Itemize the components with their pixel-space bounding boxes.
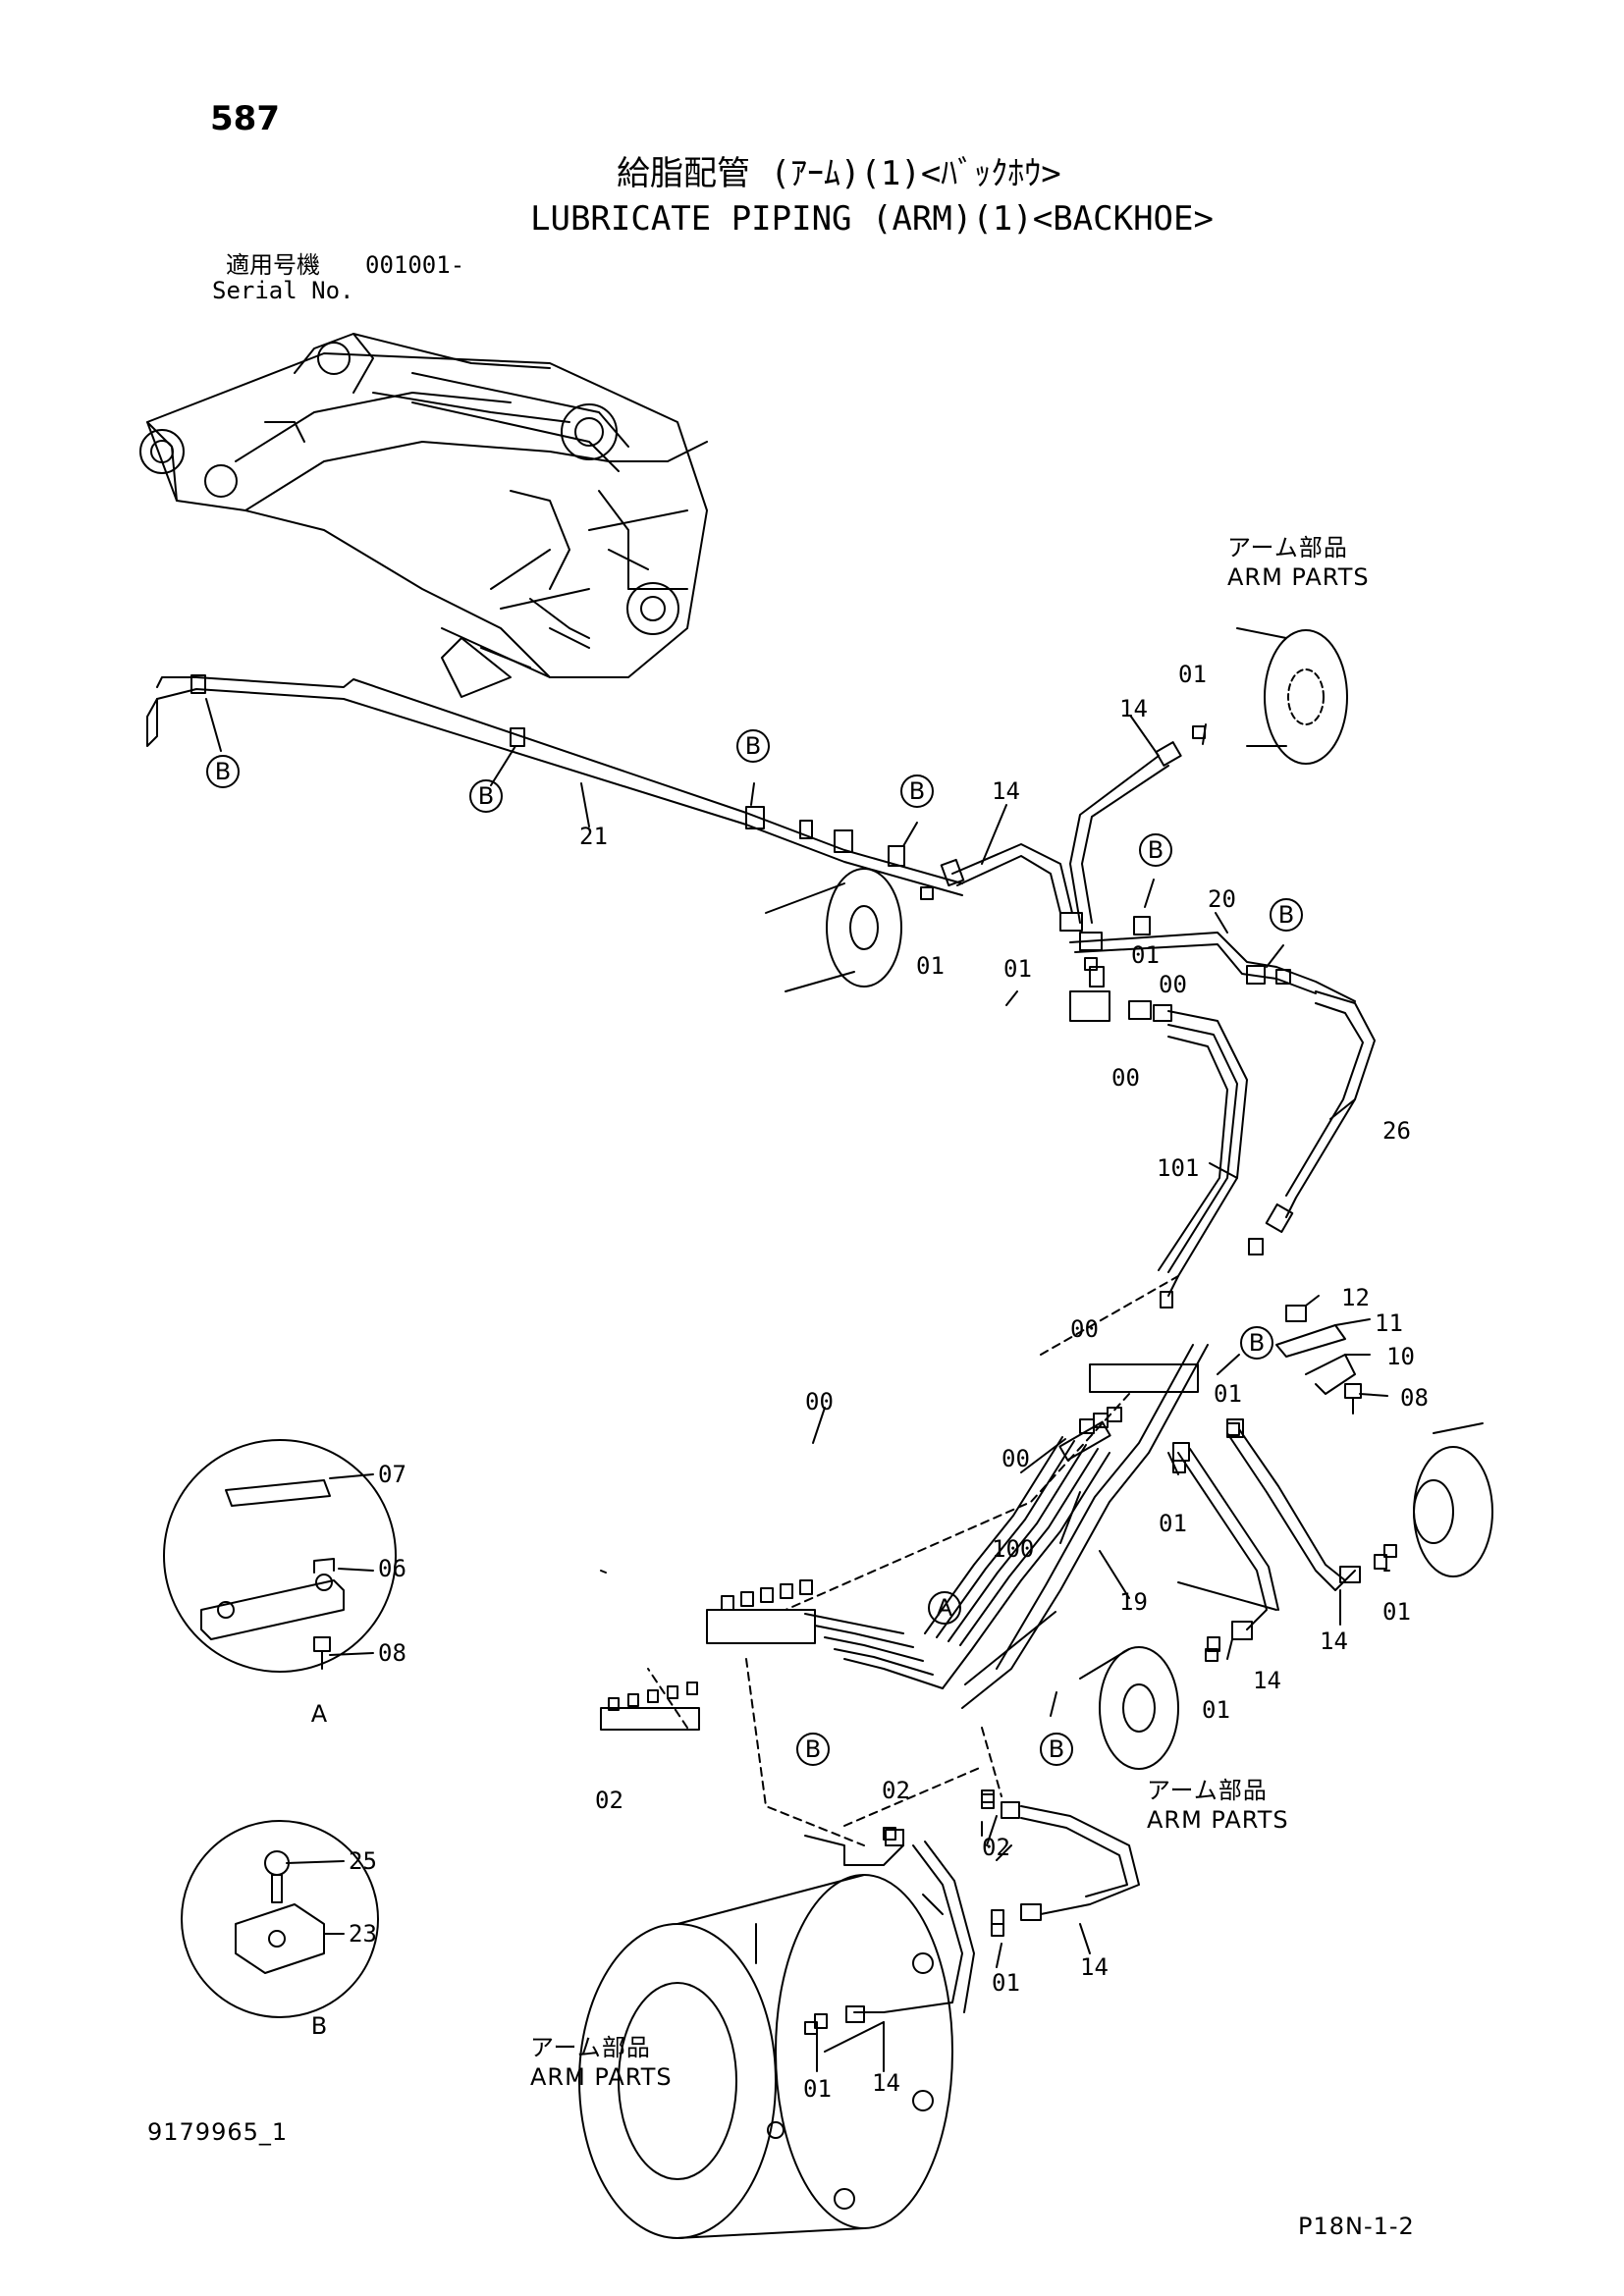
page-code: P18N-1-2 [1298,2213,1415,2240]
bubble-b: B [805,1735,821,1763]
callout-08: 08 [1400,1384,1429,1412]
pipe-21 [146,674,963,896]
serial-label-japanese: 適用号機 [226,251,320,279]
bubble-b: B [745,732,761,760]
title-english: LUBRICATE PIPING (ARM)(1)<BACKHOE> [530,199,1214,239]
callout-02: 02 [595,1787,623,1814]
pipe-19-100 [804,1344,1209,1709]
callout-01: 01 [916,952,945,980]
distribution-block-lower [600,1363,1199,1731]
callout-01: 01 [1003,955,1032,983]
bubble-b: B [1249,1329,1265,1357]
callout-12: 12 [1341,1284,1370,1311]
callout-02: 02 [982,1834,1010,1861]
callout-01: 01 [1202,1696,1230,1724]
callout-14: 14 [1253,1667,1281,1694]
callout-26: 26 [1382,1117,1411,1145]
callout-01: 01 [1382,1598,1411,1626]
drawing-number: 9179965_1 [147,2118,289,2146]
distribution-block-upper [1069,966,1172,1022]
arm-parts-label-en: ARM PARTS [530,2063,673,2091]
pipe-20-26 [1069,916,1376,1255]
callout-01: 01 [1159,1510,1187,1537]
pipe-14-upper [940,725,1206,951]
bubble-b: B [478,782,494,810]
arm-parts-label-en: ARM PARTS [1227,563,1370,591]
callout-01: 01 [803,2075,832,2103]
bracket-parts-12-11-10-08 [1275,1305,1362,1415]
cylinder-lower-right [1413,1422,1493,1577]
detail-a-part-07: 07 [378,1461,406,1488]
bubble-b: B [1049,1735,1064,1763]
arm-parts-label-en: ARM PARTS [1147,1806,1289,1834]
callout-100: 100 [992,1535,1034,1563]
detail-a-part-06: 06 [378,1555,406,1582]
arm-structure-drawing [139,333,708,698]
callout-21: 21 [579,823,608,850]
bubble-b: B [1148,836,1164,864]
bubble-b: B [909,777,925,805]
callout-19: 19 [1119,1588,1148,1616]
callout-00: 00 [1001,1445,1030,1472]
bubble-b: B [1278,901,1294,929]
bucket-boss-flange [578,1835,953,2239]
callout-20: 20 [1208,885,1236,913]
callout-14: 14 [1080,1953,1109,1981]
callout-01: 01 [1131,941,1160,969]
callout-00: 00 [805,1388,834,1415]
callout-14: 14 [872,2069,900,2097]
callout-01: 01 [992,1969,1020,1997]
callout-101: 101 [1157,1154,1199,1182]
detail-b-view [181,1820,379,2018]
detail-b-part-23: 23 [349,1920,377,1948]
detail-a-part-08: 08 [378,1639,406,1667]
page-number: 587 [210,99,280,138]
serial-value: 001001- [365,251,465,279]
callout-00: 00 [1111,1064,1140,1092]
pipe-14-lower-right [1172,1418,1387,1652]
bubble-a: A [937,1594,953,1622]
callout-01: 01 [1214,1380,1242,1408]
callout-02: 02 [882,1777,910,1804]
pipe-101 [1158,1010,1248,1308]
dashed-relation-lines [647,1275,1179,1846]
callout-leaders [205,698,1390,2072]
pipe-14-bottom [814,1829,975,2029]
serial-label-english: Serial No. [212,277,354,304]
title-japanese: 給脂配管 (ｱｰﾑ)(1)<ﾊﾞｯｸﾎｳ> [617,154,1061,193]
cylinder-middle-left [765,868,902,992]
pipe-14-lower-middle [981,1793,1140,1925]
detail-a-view [163,1439,397,1673]
callout-14: 14 [1320,1628,1348,1655]
cylinder-upper-right [1236,627,1348,765]
reference-bubbles [206,729,1303,1766]
callout-00: 00 [1070,1315,1099,1343]
arm-parts-label-jp: アーム部品 [1227,534,1348,561]
callout-00: 00 [1159,971,1187,998]
callout-14: 14 [992,777,1020,805]
callout-11: 11 [1375,1309,1403,1337]
callout-14: 14 [1119,695,1148,722]
detail-b-label: B [311,2012,327,2040]
detail-a-label: A [311,1700,328,1728]
callout-01: 01 [1178,661,1207,688]
callout-10: 10 [1386,1343,1415,1370]
detail-b-part-25: 25 [349,1847,377,1875]
bubble-b: B [215,758,231,785]
cylinder-lower-middle [1079,1646,1179,1770]
arm-parts-label-jp: アーム部品 [1147,1777,1268,1804]
arm-parts-label-jp: アーム部品 [530,2034,651,2061]
grease-fittings-01 [804,886,1397,2035]
